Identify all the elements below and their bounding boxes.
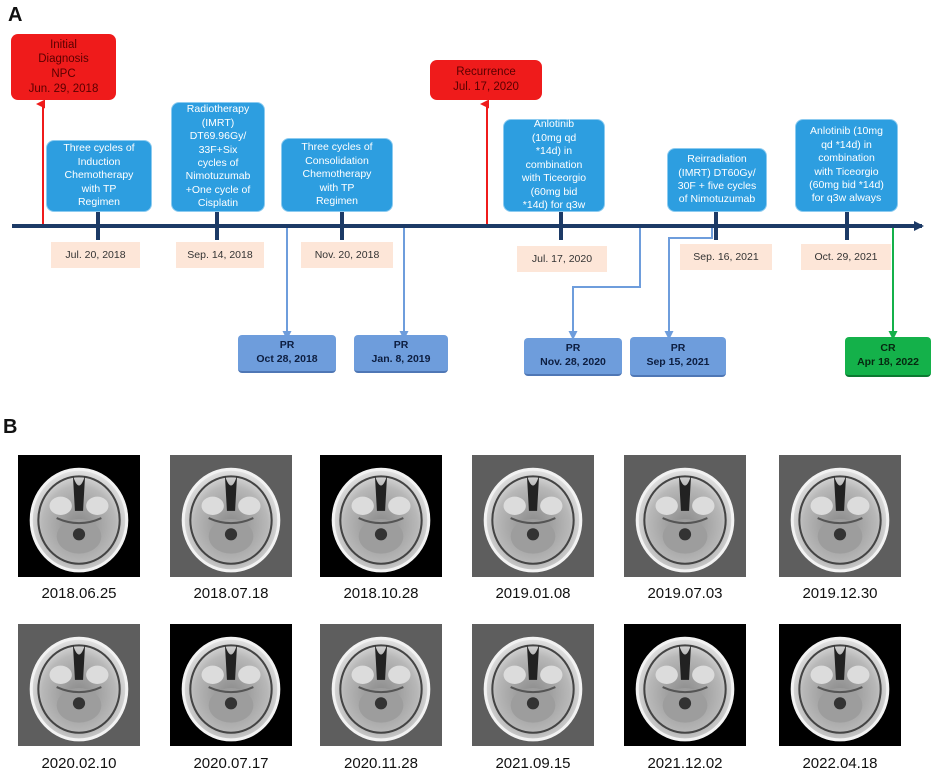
- anlotinib-always-box: Anlotinib (10mg qd *14d) in combination …: [795, 119, 898, 212]
- mri-scan-image: [320, 455, 442, 577]
- pr-response-2: PR Jan. 8, 2019: [354, 335, 448, 373]
- mri-scan-date: 2020.02.10: [41, 755, 117, 772]
- mri-scan-image: [779, 624, 901, 746]
- anlotinib-q3w-box: Anlotinib (10mg qd *14d) in combination …: [503, 118, 605, 212]
- panel-a-label: A: [8, 4, 23, 26]
- mri-scan-date: 2019.12.30: [802, 585, 878, 602]
- reirradiation-box: Reirradiation (IMRT) DT60Gy/ 30F + five …: [667, 148, 767, 212]
- response-status: PR: [565, 342, 581, 355]
- mri-scan-date: 2018.06.25: [41, 585, 117, 602]
- date-label-anlotinib2: Oct. 29, 2021: [801, 244, 891, 270]
- mri-scan-date: 2020.11.28: [344, 755, 418, 772]
- mri-scan-image: [624, 624, 746, 746]
- cr-response: CR Apr 18, 2022: [845, 337, 931, 377]
- mri-scan-image: [170, 624, 292, 746]
- response-status: PR: [279, 339, 295, 352]
- radiotherapy-box: Radiotherapy (IMRT) DT69.96Gy/ 33F+Six c…: [171, 102, 265, 212]
- mri-scan-date: 2019.01.08: [495, 585, 571, 602]
- mri-scan-image: [170, 455, 292, 577]
- pr-response-3: PR Nov. 28, 2020: [524, 338, 622, 376]
- pr-response-1: PR Oct 28, 2018: [238, 335, 336, 373]
- pr-response-4: PR Sep 15, 2021: [630, 337, 726, 377]
- mri-scan-date: 2021.09.15: [495, 755, 571, 772]
- response-date: Oct 28, 2018: [256, 353, 318, 365]
- pr4-connector: [664, 228, 713, 340]
- mri-scan-image: [18, 624, 140, 746]
- date-label-anlotinib1: Jul. 17, 2020: [517, 246, 607, 272]
- mri-scan-date: 2021.12.02: [647, 755, 723, 772]
- response-date: Apr 18, 2022: [857, 356, 919, 368]
- mri-scan-image: [18, 455, 140, 577]
- mri-scan-date: 2019.07.03: [647, 585, 723, 602]
- response-status: PR: [670, 342, 686, 355]
- date-label-radiotherapy: Sep. 14, 2018: [176, 242, 264, 268]
- mri-scan-image: [320, 624, 442, 746]
- mri-scan-image: [472, 624, 594, 746]
- response-date: Jan. 8, 2019: [371, 353, 431, 365]
- response-date: Nov. 28, 2020: [540, 356, 606, 368]
- timeline-connectors: [12, 99, 924, 340]
- pr3-connector: [568, 228, 641, 340]
- mri-scan-image: [472, 455, 594, 577]
- recurrence-box: Recurrence Jul. 17, 2020: [430, 60, 542, 100]
- mri-scan-date: 2018.10.28: [343, 585, 419, 602]
- response-status: PR: [393, 339, 409, 352]
- mri-scan-date: 2018.07.18: [193, 585, 269, 602]
- mri-scan-image: [624, 455, 746, 577]
- mri-scan-date: 2020.07.17: [193, 755, 269, 772]
- consolidation-chemo-box: Three cycles of Consolidation Chemothera…: [281, 138, 393, 212]
- date-label-reirradiation: Sep. 16, 2021: [680, 244, 772, 270]
- panel-b-label: B: [3, 416, 18, 438]
- induction-chemo-box: Three cycles of Induction Chemotherapy w…: [46, 140, 152, 212]
- response-status: CR: [880, 342, 896, 355]
- date-label-induction: Jul. 20, 2018: [51, 242, 140, 268]
- response-date: Sep 15, 2021: [646, 356, 710, 368]
- mri-scan-date: 2022.04.18: [802, 755, 878, 772]
- mri-scan-image: [779, 455, 901, 577]
- initial-diagnosis-box: Initial Diagnosis NPC Jun. 29, 2018: [11, 34, 116, 100]
- date-label-consolidation: Nov. 20, 2018: [301, 242, 393, 268]
